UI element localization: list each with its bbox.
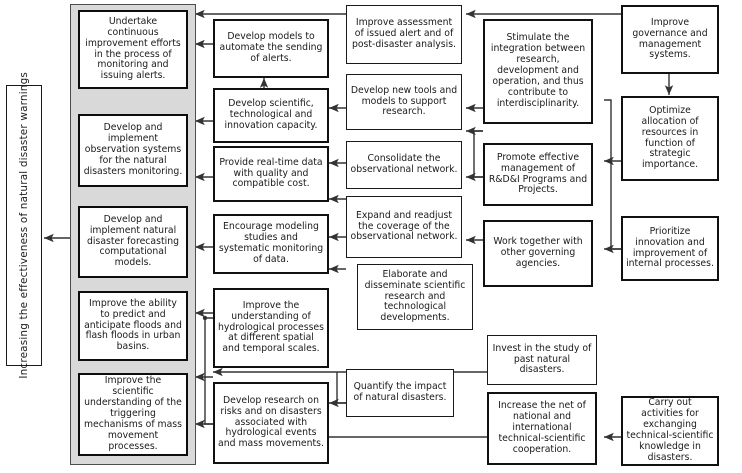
node-encourage-modeling-studies-text: Encourage modeling studies and systemati… <box>218 221 324 265</box>
node-develop-new-tools[interactable]: Develop new tools and models to support … <box>346 74 462 130</box>
node-increase-net-cooperation-text: Increase the net of national and interna… <box>498 400 586 455</box>
node-quantify-impact-disasters[interactable]: Quantify the impact of natural disasters… <box>346 369 454 417</box>
node-encourage-modeling-studies[interactable]: Encourage modeling studies and systemati… <box>213 214 329 274</box>
node-objective-5[interactable]: Improve the scientific understanding of … <box>78 373 188 456</box>
node-develop-research-risks[interactable]: Develop research on risks and on disaste… <box>213 382 329 464</box>
node-provide-realtime-data[interactable]: Provide real-time data with quality and … <box>213 146 329 202</box>
node-invest-past-disasters[interactable]: Invest in the study of past natural disa… <box>487 335 597 385</box>
node-elaborate-disseminate-research-text: Elaborate and disseminate scientific res… <box>364 268 466 324</box>
node-improve-understanding-hydrological-text: Improve the understanding of hydrologica… <box>218 299 324 355</box>
node-improve-governance[interactable]: Improve governance and management system… <box>621 5 719 74</box>
node-develop-scientific-capacity[interactable]: Develop scientific, technological and in… <box>213 88 329 143</box>
node-objective-3-text: Develop and implement natural disaster f… <box>87 213 179 269</box>
node-promote-effective-management[interactable]: Promote effective management of R&D&I Pr… <box>483 143 593 206</box>
node-expand-readjust-coverage-text: Expand and readjust the coverage of the … <box>350 209 458 243</box>
node-elaborate-disseminate-research[interactable]: Elaborate and disseminate scientific res… <box>357 264 473 330</box>
node-expand-readjust-coverage[interactable]: Expand and readjust the coverage of the … <box>346 196 462 258</box>
node-improve-assessment-alert-text: Improve assessment of issued alert and o… <box>351 17 457 50</box>
node-improve-assessment-alert[interactable]: Improve assessment of issued alert and o… <box>346 5 462 64</box>
node-objective-1[interactable]: Undertake continuous improvement efforts… <box>78 10 188 89</box>
node-work-together-agencies-text: Work together with other governing agenc… <box>493 236 583 269</box>
node-invest-past-disasters-text: Invest in the study of past natural disa… <box>492 342 592 376</box>
node-objective-2-text: Develop and implement observation system… <box>83 122 183 177</box>
node-prioritize-innovation-text: Prioritize innovation and improvement of… <box>626 225 714 270</box>
node-increase-net-cooperation[interactable]: Increase the net of national and interna… <box>487 392 597 465</box>
node-stimulate-integration-text: Stimulate the integration between resear… <box>490 32 586 109</box>
node-work-together-agencies[interactable]: Work together with other governing agenc… <box>483 220 593 287</box>
node-develop-new-tools-text: Develop new tools and models to support … <box>350 84 458 118</box>
node-consolidate-observational-network[interactable]: Consolidate the observational network. <box>346 141 462 189</box>
node-objective-4[interactable]: Improve the ability to predict and antic… <box>78 291 188 361</box>
node-develop-scientific-capacity-text: Develop scientific, technological and in… <box>224 98 318 131</box>
node-consolidate-observational-network-text: Consolidate the observational network. <box>350 153 458 175</box>
node-objective-1-text: Undertake continuous improvement efforts… <box>85 15 181 82</box>
node-objective-3[interactable]: Develop and implement natural disaster f… <box>78 206 188 278</box>
node-objective-4-text: Improve the ability to predict and antic… <box>84 297 182 353</box>
node-provide-realtime-data-text: Provide real-time data with quality and … <box>219 156 323 190</box>
node-develop-models-automate-alerts[interactable]: Develop models to automate the sending o… <box>213 19 329 78</box>
node-objective-2[interactable]: Develop and implement observation system… <box>78 114 188 187</box>
node-improve-governance-text: Improve governance and management system… <box>632 16 708 61</box>
vertical-axis-label-text: Increasing the effectiveness of natural … <box>18 72 30 379</box>
node-carry-out-exchange-activities[interactable]: Carry out activities for exchanging tech… <box>621 396 719 466</box>
vertical-axis-label: Increasing the effectiveness of natural … <box>6 72 42 379</box>
node-improve-understanding-hydrological[interactable]: Improve the understanding of hydrologica… <box>213 288 329 368</box>
node-develop-models-automate-alerts-text: Develop models to automate the sending o… <box>219 31 323 64</box>
node-objective-5-text: Improve the scientific understanding of … <box>83 375 182 452</box>
node-quantify-impact-disasters-text: Quantify the impact of natural disasters… <box>353 381 447 403</box>
node-optimize-allocation-resources[interactable]: Optimize allocation of resources in func… <box>621 96 719 181</box>
node-optimize-allocation-resources-text: Optimize allocation of resources in func… <box>641 104 699 171</box>
node-stimulate-integration[interactable]: Stimulate the integration between resear… <box>483 19 593 124</box>
node-carry-out-exchange-activities-text: Carry out activities for exchanging tech… <box>626 397 714 463</box>
node-develop-research-risks-text: Develop research on risks and on disaste… <box>218 394 324 450</box>
node-prioritize-innovation[interactable]: Prioritize innovation and improvement of… <box>621 216 719 281</box>
node-promote-effective-management-text: Promote effective management of R&D&I Pr… <box>488 151 588 196</box>
